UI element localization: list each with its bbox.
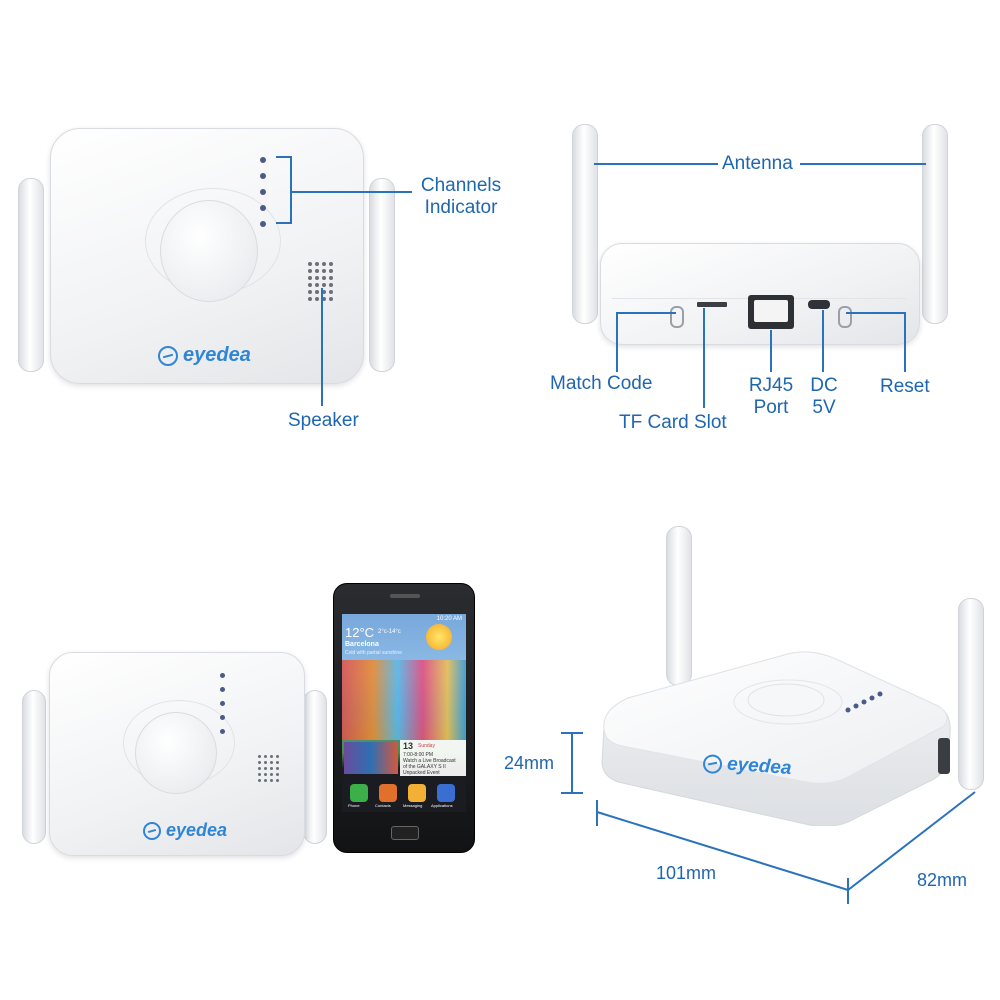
channel-led-3 [220, 701, 225, 706]
tf-card-slot [697, 302, 727, 307]
match-code-button [670, 306, 684, 328]
app-label-phone: Phone [348, 803, 360, 808]
contacts-app-icon [379, 784, 397, 802]
antenna-leader-line [594, 163, 718, 165]
phone-status-time: 10:20 AM [436, 616, 462, 622]
eyedea-logo-icon [143, 821, 161, 840]
phone-temp: 12°C [345, 625, 375, 640]
left-antenna [22, 690, 46, 844]
height-dim-line [571, 732, 573, 794]
match-code-leader [616, 312, 618, 372]
depth-dimension-label: 82mm [917, 870, 968, 890]
reset-leader [846, 312, 906, 314]
right-antenna [922, 124, 948, 324]
reset-leader [904, 312, 906, 372]
right-antenna [958, 598, 984, 790]
reset-label: Reset [880, 376, 930, 397]
tf-card-slot-label: TF Card Slot [619, 412, 727, 433]
height-dim-tick [561, 792, 583, 794]
app-label-messaging: Messaging [403, 803, 423, 808]
channel-led-2 [220, 687, 225, 692]
channel-led-1 [220, 673, 225, 678]
tf-card-leader [703, 308, 705, 408]
brand-logo-text: eyedea [183, 344, 251, 366]
height-dimension-label: 24mm [504, 753, 555, 773]
channel-led-5 [220, 729, 225, 734]
brand-logo: eyedea [143, 820, 227, 841]
channel-led-1 [260, 157, 266, 163]
eyedea-logo-icon [158, 345, 178, 366]
phone-city: Barcelona [345, 641, 379, 648]
channel-led-2 [260, 173, 266, 179]
speaker-label: Speaker [288, 410, 359, 431]
rj45-port [748, 295, 794, 329]
channel-led-4 [220, 715, 225, 720]
phone-photo-thumbs [344, 742, 398, 774]
rj45-port-label: RJ45 Port [748, 375, 794, 418]
channel-led-5 [260, 221, 266, 227]
brand-logo-text: eyedea [166, 820, 228, 840]
speaker-grille [258, 755, 279, 782]
left-antenna [572, 124, 598, 324]
app-label-contacts: Contacts [375, 803, 391, 808]
channel-led-4 [260, 205, 266, 211]
bracket-line [276, 156, 290, 158]
bracket-line [290, 156, 292, 224]
reset-button [838, 306, 852, 328]
bracket-line [290, 191, 412, 193]
device-perspective-svg [601, 651, 951, 827]
app-label-applications: Applications [431, 803, 453, 808]
phone-calendar-widget: 13 Sunday 7:00-8:00 PM Watch a Live Broa… [400, 740, 466, 776]
channel-led-3 [260, 189, 266, 195]
center-button [135, 712, 217, 794]
center-button [160, 200, 258, 302]
sun-icon [426, 624, 452, 650]
brand-logo: eyedea [158, 344, 251, 367]
dc-port [808, 300, 830, 309]
dc-5v-label: DC 5V [810, 375, 838, 418]
antenna-label: Antenna [722, 153, 793, 174]
wallpaper-people [342, 660, 466, 740]
phone-temp-range: 2°c-14°c [378, 629, 401, 635]
match-code-leader [616, 312, 676, 314]
left-antenna [666, 526, 692, 686]
rj45-leader [770, 330, 772, 372]
device-perspective [598, 650, 952, 827]
speaker-grille [308, 262, 333, 301]
speaker-leader-line [321, 288, 323, 406]
messaging-app-icon [408, 784, 426, 802]
dc-leader [822, 310, 824, 372]
phone-home-button [391, 826, 419, 840]
phone-app-icon [350, 784, 368, 802]
width-dimension-label: 101mm [656, 863, 717, 883]
phone-weather: Cold with partial sunshine [345, 650, 402, 656]
phone-earpiece [390, 594, 420, 598]
applications-app-icon [437, 784, 455, 802]
antenna-leader-line [800, 163, 926, 165]
left-antenna [18, 178, 44, 372]
channels-indicator-label: Channels Indicator [420, 175, 502, 218]
bracket-line [276, 222, 290, 224]
phone-screen: 10:20 AM 12°C 2°c-14°c Barcelona Cold wi… [342, 614, 466, 812]
right-antenna [369, 178, 395, 372]
smartphone: 10:20 AM 12°C 2°c-14°c Barcelona Cold wi… [333, 583, 475, 853]
match-code-label: Match Code [550, 373, 653, 394]
